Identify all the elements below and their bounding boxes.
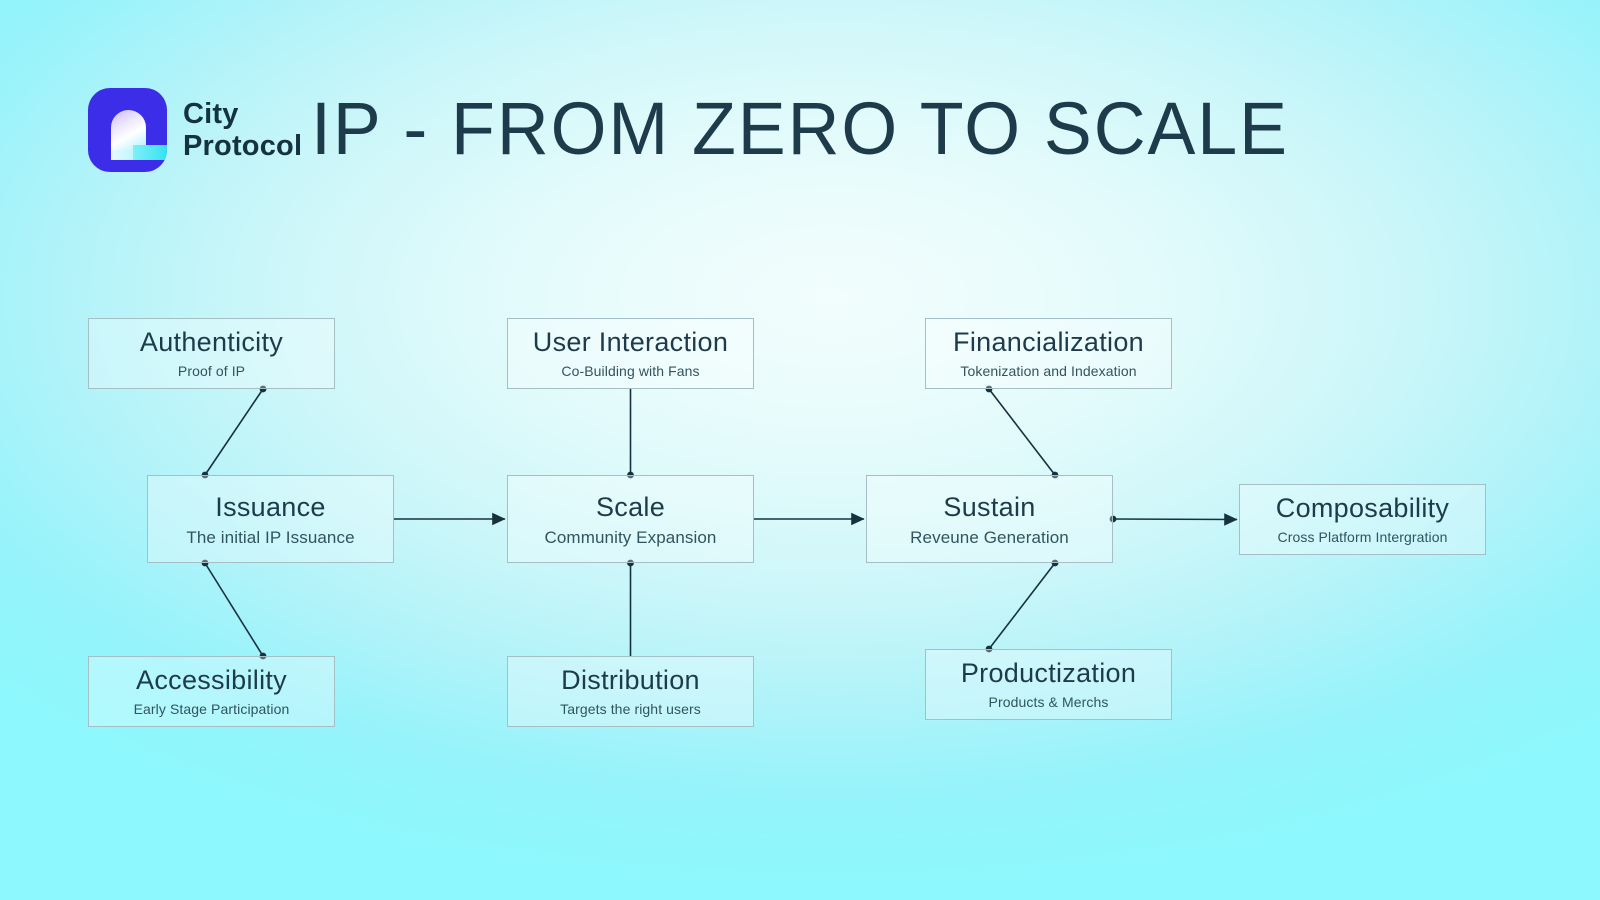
node-subtitle: The initial IP Issuance [186,527,355,547]
connector-authenticity-to-issuance-start-dot [259,385,267,393]
brand-logo[interactable]: City Protocol [88,88,348,173]
connector-accessibility-to-issuance [204,562,264,657]
node-subtitle: Co-Building with Fans [561,363,700,379]
connector-financialization-to-sustain [988,388,1056,476]
node-title: Authenticity [139,327,284,357]
brand-name-line1: City [183,98,239,130]
node-subtitle: Products & Merchs [988,694,1109,710]
node-subtitle: Proof of IP [177,363,246,379]
connector-productization-to-sustain-end-dot [1051,559,1059,567]
node-title: User Interaction [532,327,729,357]
node-subtitle: Targets the right users [560,701,701,717]
node-title: Accessibility [136,665,287,695]
connector-productization-to-sustain [988,562,1056,650]
node-subtitle: Tokenization and Indexation [960,363,1137,379]
page-title: IP - FROM ZERO TO SCALE [311,87,1289,170]
node-subtitle: Community Expansion [544,527,717,547]
brand-name: City Protocol [183,98,302,162]
connector-distribution-to-scale-end-dot [627,559,634,567]
connector-productization-to-sustain-start-dot [985,645,993,653]
connector-accessibility-to-issuance-start-dot [259,652,267,660]
node-title: Distribution [561,665,700,695]
connector-authenticity-to-issuance [204,388,264,476]
node-title: Issuance [215,491,326,522]
connector-sustain-to-composability-start-dot [1109,515,1117,523]
node-title: Sustain [943,491,1036,522]
header: City Protocol IP - FROM ZERO TO SCALE [0,0,1600,230]
logo-bar-shape [133,145,167,160]
node-title: Productization [960,658,1137,688]
city-protocol-logo-icon [88,88,167,172]
node-subtitle: Early Stage Participation [133,701,290,717]
connector-sustain-to-composability [1112,513,1238,526]
connector-financialization-to-sustain-start-dot [985,385,993,393]
connector-accessibility-to-issuance-end-dot [201,559,209,567]
node-title: Composability [1275,493,1450,523]
logo-foot-shape [111,150,135,160]
node-title: Scale [595,491,666,522]
node-title: Financialization [953,327,1144,357]
node-subtitle: Reveune Generation [910,527,1069,547]
brand-name-line2: Protocol [183,130,303,162]
node-subtitle: Cross Platform Intergration [1277,529,1448,545]
